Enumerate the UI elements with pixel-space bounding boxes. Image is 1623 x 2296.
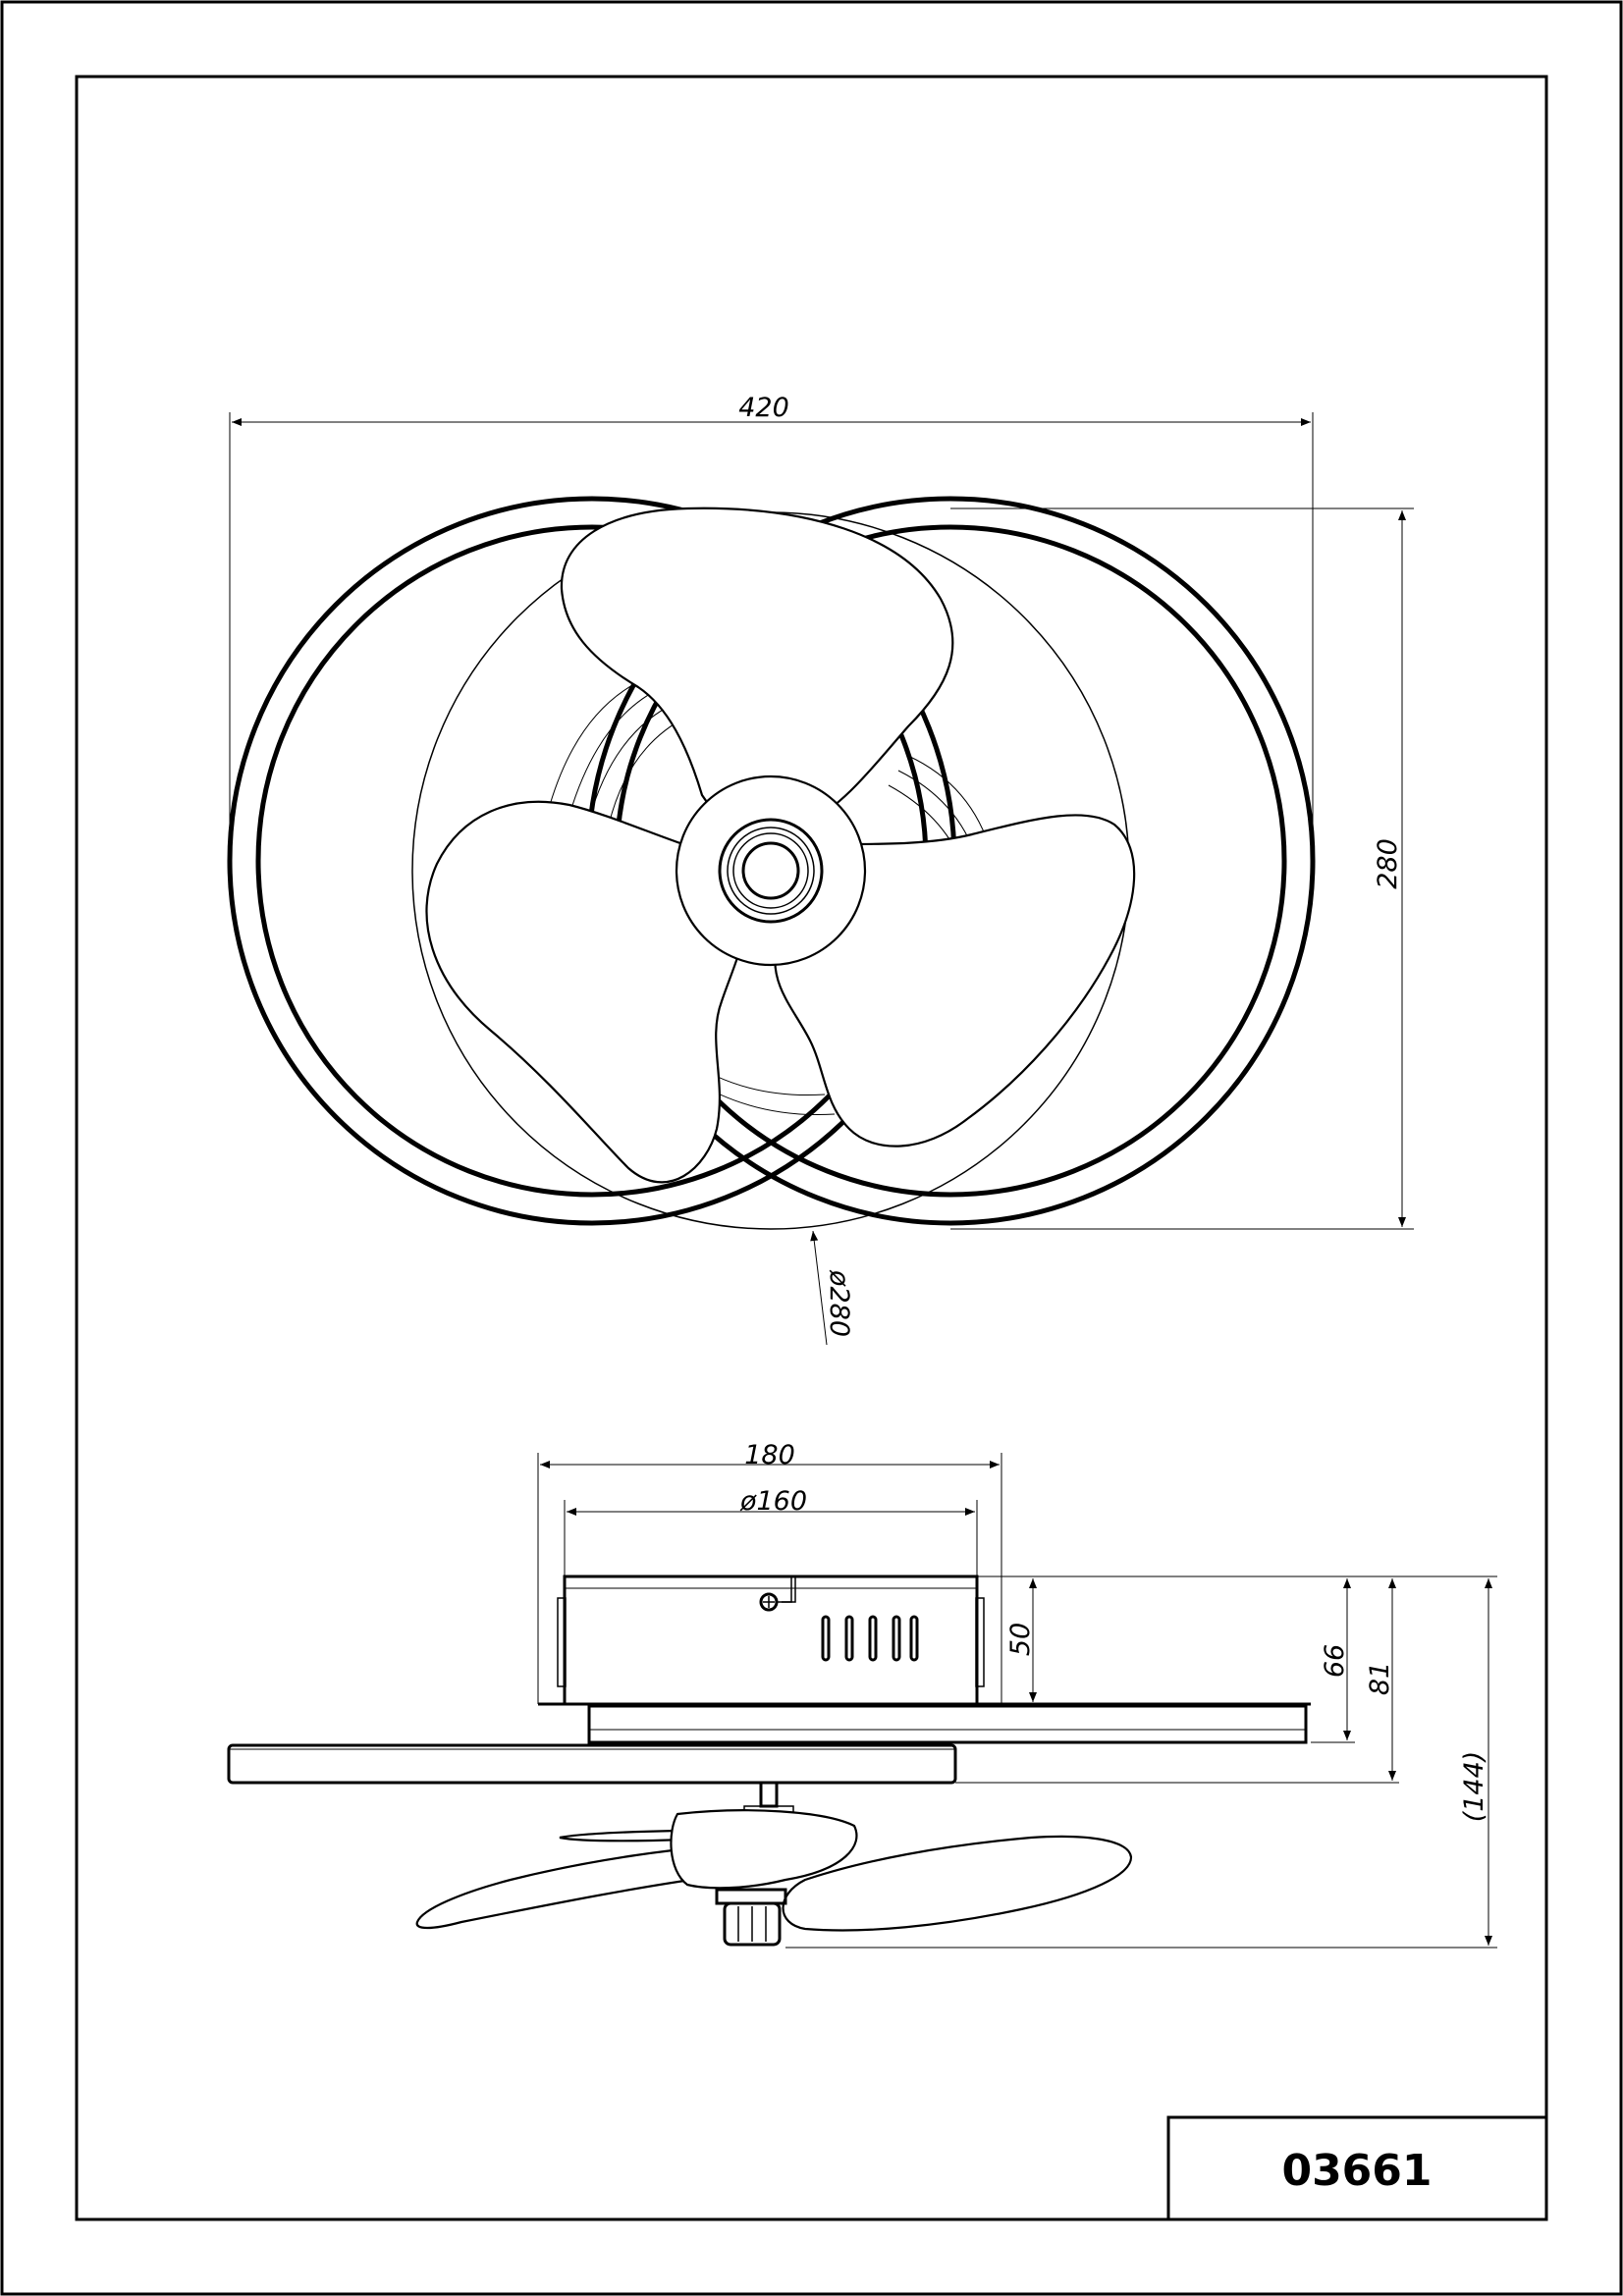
fan-blades-side <box>415 1809 1133 1932</box>
blade-side-right <box>782 1835 1133 1932</box>
drawing-frame <box>75 75 1548 2221</box>
mounting-plate <box>587 1704 1308 1744</box>
dimension-height: 280 <box>950 507 1414 1230</box>
dimension-width: 420 <box>229 393 1314 861</box>
dim-144-label: (144) <box>1459 1751 1489 1823</box>
dimension-81: 81 <box>1365 1578 1396 1781</box>
dimension-diameter: ø280 <box>810 1230 854 1346</box>
drawing-number: 03661 <box>1281 2146 1432 2196</box>
fan-hub <box>675 774 867 967</box>
dimension-50: 50 <box>1005 1578 1037 1702</box>
blade-left <box>425 800 748 1184</box>
side-view: 180 ø160 50 66 81 <box>227 1440 1497 1949</box>
bottom-socket <box>715 1888 787 1947</box>
dim-66-label: 66 <box>1320 1644 1350 1678</box>
blade-side-back <box>559 1829 690 1842</box>
diameter-dimension-label: ø280 <box>824 1269 854 1337</box>
title-block: 03661 <box>1166 2115 1548 2221</box>
base-width-label: 180 <box>744 1440 795 1470</box>
base-housing <box>557 1575 985 1706</box>
light-ring-side <box>227 1743 957 1785</box>
dim-50-label: 50 <box>1005 1623 1036 1656</box>
screw-icon <box>759 1576 796 1612</box>
blade-side-center <box>670 1809 858 1890</box>
fan-blades <box>425 507 1136 1184</box>
dimension-base-diameter: ø160 <box>564 1486 978 1576</box>
width-dimension-label: 420 <box>738 393 789 423</box>
dimension-base-width: 180 <box>537 1440 1002 1704</box>
blade-side-left <box>415 1843 749 1930</box>
top-view: 420 280 ø280 <box>227 393 1414 1346</box>
height-dimension-label: 280 <box>1373 838 1403 889</box>
dim-81-label: 81 <box>1365 1662 1395 1695</box>
vent-slots <box>821 1615 919 1662</box>
base-diameter-label: ø160 <box>739 1486 807 1517</box>
dimension-66: 66 <box>1320 1578 1351 1740</box>
fan-stem <box>759 1781 779 1808</box>
blade-right <box>774 814 1136 1148</box>
dimension-144: (144) <box>1459 1578 1492 1946</box>
